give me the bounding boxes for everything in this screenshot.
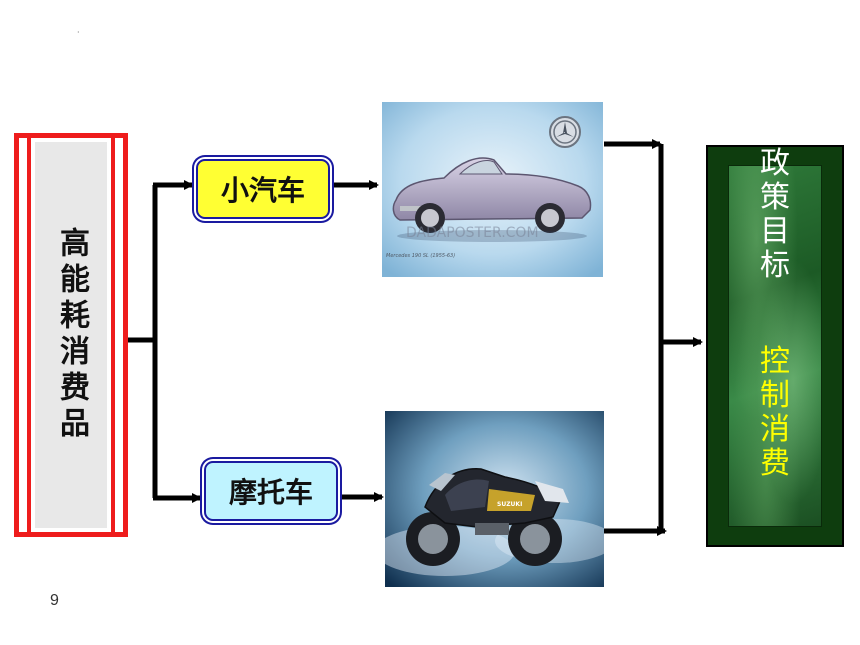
moto-label: 摩托车: [228, 476, 313, 509]
car-watermark: DADAPOSTER.COM: [406, 225, 539, 241]
car-shape: [392, 157, 592, 242]
goal-value-char: 消: [760, 412, 790, 447]
mercedes-emblem-icon: [549, 116, 581, 148]
slide-dot: ·: [77, 28, 80, 37]
goal-value-char: 控: [760, 344, 790, 379]
moto-brand: SUZUKI: [497, 501, 522, 508]
goal-value-char: 费: [760, 446, 790, 481]
moto-label-box: 摩托车: [204, 461, 338, 521]
goal-value: 控 制 消 费: [708, 345, 842, 481]
source-label: 高能耗消费品: [54, 227, 89, 443]
moto-illustration: SUZUKI: [385, 411, 604, 587]
goal-value-char: 制: [760, 378, 790, 413]
goal-label-char: 标: [760, 248, 790, 283]
car-illustration: DADAPOSTER.COM Mercedes 190 SL (1955-63): [382, 102, 603, 277]
goal-label: 政 策 目 标: [708, 147, 842, 283]
goal-label-char: 政: [760, 146, 790, 181]
source-box: 高能耗消费品: [14, 133, 128, 537]
car-label: 小汽车: [220, 174, 305, 207]
car-photo: DADAPOSTER.COM Mercedes 190 SL (1955-63): [382, 102, 603, 277]
goal-label-char: 目: [760, 214, 790, 249]
motorcycle-shape: [406, 468, 569, 566]
moto-photo: SUZUKI: [385, 411, 604, 587]
goal-marble-panel: [728, 165, 822, 527]
source-core: 高能耗消费品: [35, 142, 107, 528]
goal-label-char: 策: [760, 180, 790, 215]
page-number: 9: [50, 592, 59, 609]
car-caption: Mercedes 190 SL (1955-63): [386, 253, 455, 259]
goal-box: 政 策 目 标 控 制 消 费: [706, 145, 844, 547]
car-label-box: 小汽车: [196, 159, 330, 219]
